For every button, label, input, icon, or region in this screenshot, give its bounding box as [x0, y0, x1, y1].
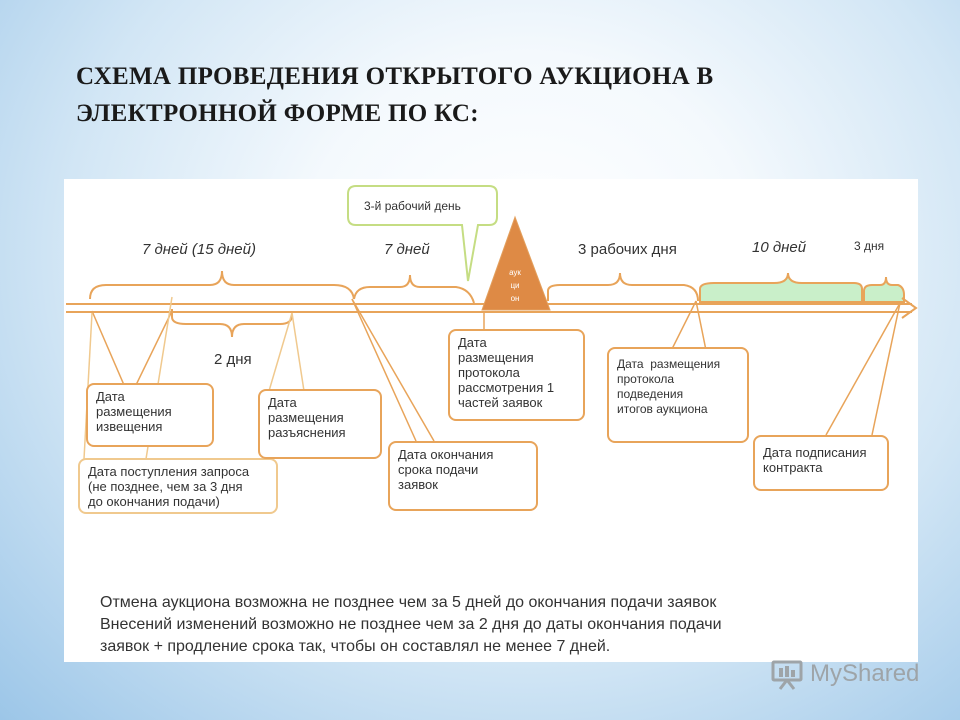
- callout-3rd-day-shape: [347, 185, 498, 282]
- notes-block: Отмена аукциона возможна не позднее чем …: [100, 592, 910, 658]
- box-line: Дата: [458, 335, 487, 350]
- connector-okonchaniya-2: [351, 298, 435, 442]
- callout-3rd-day-label: 3-й рабочий день: [364, 199, 461, 213]
- box-line: размещения: [96, 404, 172, 419]
- brace-3-working-days: [547, 272, 699, 302]
- box-line: до окончания подачи): [88, 494, 220, 509]
- box-line: Дата поступления запроса: [88, 464, 250, 479]
- connector-razyasneniya-1: [268, 312, 293, 392]
- box-line: размещения: [458, 350, 534, 365]
- box-line: извещения: [96, 419, 163, 434]
- box-date-zaprosa: Дата поступления запроса (не позднее, че…: [78, 458, 278, 514]
- period-label-3-working-days: 3 рабочих дня: [578, 241, 677, 258]
- box-line: (не позднее, чем за 3 дня: [88, 479, 243, 494]
- period-label-2-days: 2 дня: [214, 351, 252, 368]
- box-line: Дата: [96, 389, 125, 404]
- logo-text: MyShared: [810, 660, 920, 687]
- connector-razyasneniya-2: [291, 312, 305, 392]
- brace-7-days: [353, 274, 475, 304]
- box-line: заявок: [398, 477, 438, 492]
- period-label-10-days: 10 дней: [752, 239, 807, 256]
- box-line: Дата размещения: [617, 357, 721, 371]
- timeline-graphic: [66, 185, 918, 460]
- box-line: итогов аукциона: [617, 402, 708, 416]
- box-date-okonchaniya: Дата окончания срока подачи заявок: [388, 441, 538, 511]
- page-title: СХЕМА ПРОВЕДЕНИЯ ОТКРЫТОГО АУКЦИОНА В ЭЛ…: [76, 58, 896, 132]
- box-date-kontrakta: Дата подписания контракта: [753, 435, 889, 491]
- box-line: Дата окончания: [398, 447, 494, 462]
- box-line: Дата: [268, 395, 297, 410]
- box-line: размещения: [268, 410, 344, 425]
- auction-label-line: аук: [509, 268, 521, 277]
- period-label-3-days: 3 дня: [854, 239, 885, 253]
- connector-okonchaniya-1: [351, 298, 417, 442]
- auction-label-line: ци: [510, 281, 520, 290]
- connector-itogov-1: [671, 300, 697, 350]
- connector-izveshcheniya-1: [91, 310, 125, 386]
- box-date-itogov: Дата размещения протокола подведения ито…: [607, 347, 749, 443]
- box-line: срока подачи: [398, 462, 479, 477]
- box-line: рассмотрения 1: [458, 380, 555, 395]
- title-line-1: СХЕМА ПРОВЕДЕНИЯ ОТКРЫТОГО АУКЦИОНА В: [76, 63, 714, 90]
- myshared-logo: MyShared: [770, 658, 919, 690]
- note-line: Внесений изменений возможно не позднее ч…: [100, 616, 722, 633]
- connector-kontrakta-1: [825, 302, 901, 436]
- title-line-2: ЭЛЕКТРОННОЙ ФОРМЕ ПО КС:: [76, 100, 479, 127]
- auction-label-line: он: [510, 294, 520, 303]
- auction-triangle: [481, 215, 551, 311]
- green-period-10-days: [699, 272, 863, 303]
- box-date-izveshcheniya: Дата размещения извещения: [86, 383, 214, 447]
- green-period-3-days: [863, 276, 905, 303]
- auction-label: аук ци он: [502, 266, 528, 305]
- brace-7-15-days: [89, 270, 355, 300]
- box-date-razyasneniya: Дата размещения разъяснения: [258, 389, 382, 459]
- diagram-panel: 7 дней (15 дней) 7 дней 3 рабочих дня 10…: [64, 179, 918, 662]
- note-line: Отмена аукциона возможна не позднее чем …: [100, 594, 717, 611]
- timeline-arrowhead: [901, 297, 918, 319]
- period-label-7-days: 7 дней: [384, 241, 430, 258]
- box-line: протокола: [458, 365, 520, 380]
- connector-izveshcheniya-2: [135, 310, 173, 386]
- box-line: Дата подписания: [763, 445, 867, 460]
- period-label-7-15-days: 7 дней (15 дней): [142, 241, 256, 258]
- box-line: подведения: [617, 387, 684, 401]
- box-line: протокола: [617, 372, 675, 386]
- box-line: разъяснения: [268, 425, 346, 440]
- connector-kontrakta-2: [871, 302, 901, 436]
- box-line: частей заявок: [458, 395, 543, 410]
- presentation-icon: [771, 660, 803, 690]
- box-date-protokola: Дата размещения протокола рассмотрения 1…: [448, 329, 585, 421]
- box-line: контракта: [763, 460, 823, 475]
- note-line: заявок + продление срока так, чтобы он с…: [100, 638, 611, 655]
- brace-2-days: [171, 309, 293, 338]
